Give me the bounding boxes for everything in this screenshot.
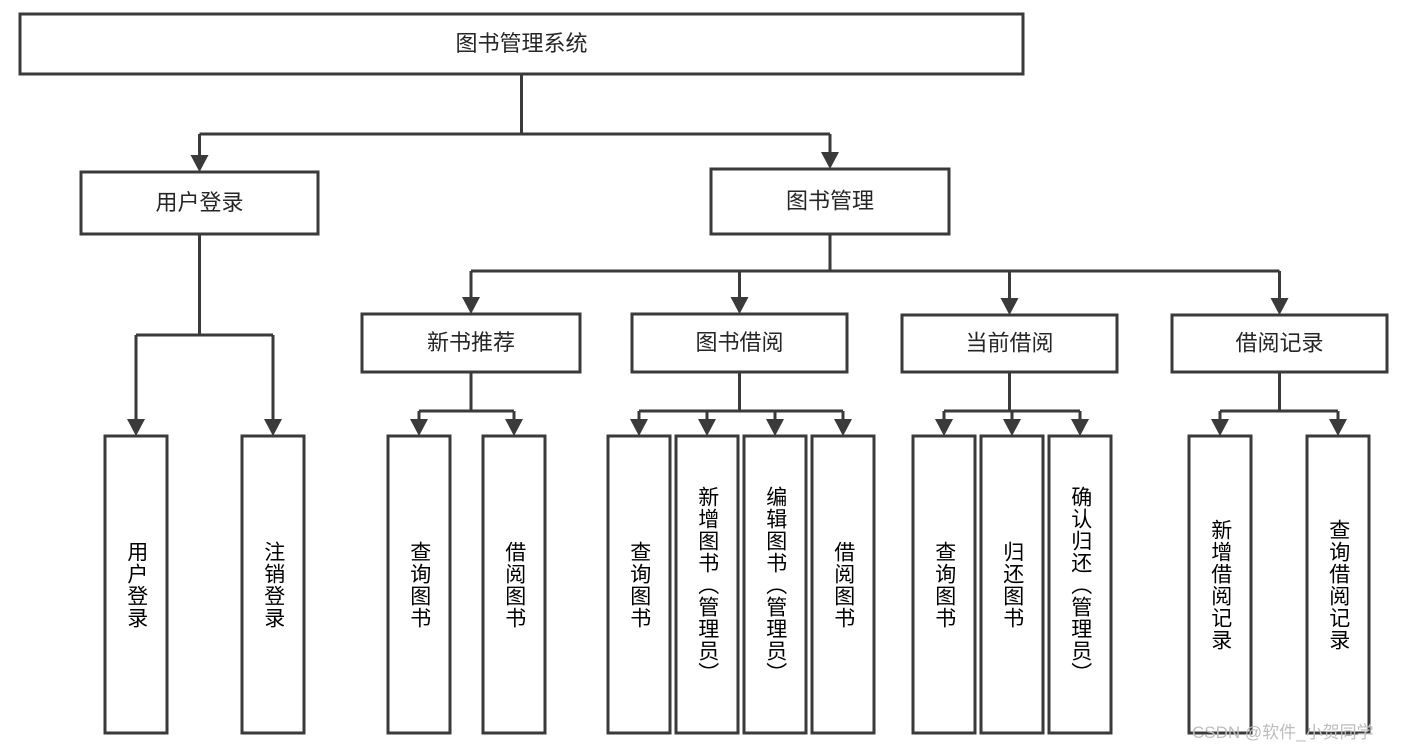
node-box-layer bbox=[18, 12, 1389, 735]
arrow-root-child1-head bbox=[821, 152, 839, 169]
node-level1-label-bookmgmt: 图书管理 bbox=[786, 188, 874, 213]
node-level1-login[interactable] bbox=[79, 170, 320, 236]
node-leaf-label-l5: 查询图书 bbox=[627, 540, 651, 629]
node-leaf-l12[interactable] bbox=[1187, 434, 1253, 735]
arrow-mgmt-child1-head bbox=[730, 297, 749, 314]
node-leaf-l5[interactable] bbox=[606, 434, 672, 735]
node-leaf-l1[interactable] bbox=[103, 434, 169, 735]
node-level2-label-records: 借阅记录 bbox=[1235, 330, 1323, 355]
node-leaf-label-l7: 编辑图书（管理员） bbox=[763, 485, 787, 684]
current-arrow2-head bbox=[1071, 419, 1089, 436]
records-arrow1-head bbox=[1329, 419, 1347, 436]
node-leaf-label-l13: 查询借阅记录 bbox=[1326, 518, 1350, 651]
node-leaf-label-l12: 新增借阅记录 bbox=[1208, 518, 1232, 651]
leaf-label-box: 查询图书 bbox=[388, 436, 450, 733]
borrow-arrow1-head bbox=[698, 419, 716, 436]
node-level2-records[interactable] bbox=[1170, 313, 1389, 374]
node-level2-label-newbook: 新书推荐 bbox=[427, 330, 515, 355]
current-arrow0-head bbox=[935, 419, 953, 436]
node-root-label: 图书管理系统 bbox=[455, 31, 587, 56]
arrow-root-child0-head bbox=[190, 155, 209, 172]
newbook-arrow0-head bbox=[410, 419, 428, 436]
node-leaf-l4[interactable] bbox=[481, 434, 547, 735]
leaf-label-box: 新增图书（管理员） bbox=[676, 436, 738, 733]
node-leaf-label-l1: 用户登录 bbox=[124, 540, 148, 629]
node-leaf-l8[interactable] bbox=[810, 434, 876, 735]
borrow-arrow0-head bbox=[630, 419, 648, 436]
leaf-label-box: 借阅图书 bbox=[812, 436, 874, 733]
node-level2-current[interactable] bbox=[900, 313, 1119, 374]
node-leaf-l2[interactable] bbox=[240, 434, 306, 735]
node-leaf-label-l9: 查询图书 bbox=[932, 540, 956, 629]
node-leaf-l10[interactable] bbox=[979, 434, 1045, 735]
leaf-label-box: 确认归还（管理员） bbox=[1049, 436, 1111, 733]
node-level1-label-login: 用户登录 bbox=[155, 190, 243, 215]
node-leaf-label-l11: 确认归还（管理员） bbox=[1068, 485, 1092, 684]
leaf-label-box: 编辑图书（管理员） bbox=[744, 436, 806, 733]
node-leaf-label-l10: 归还图书 bbox=[1000, 540, 1024, 629]
node-leaf-l13[interactable] bbox=[1305, 434, 1371, 735]
node-leaf-label-l8: 借阅图书 bbox=[831, 540, 855, 629]
node-level2-borrow[interactable] bbox=[630, 312, 849, 374]
node-leaf-label-l6: 新增图书（管理员） bbox=[695, 485, 719, 684]
node-leaf-l3[interactable] bbox=[386, 434, 452, 735]
node-level1-bookmgmt[interactable] bbox=[709, 167, 951, 236]
node-leaf-l6[interactable] bbox=[674, 434, 740, 735]
leaf-label-box: 查询借阅记录 bbox=[1307, 436, 1369, 733]
current-arrow1-head bbox=[1003, 419, 1021, 436]
connector-layer bbox=[127, 74, 1347, 436]
records-arrow0-head bbox=[1211, 419, 1229, 436]
login-arrow1-head bbox=[264, 419, 282, 436]
borrow-arrow3-head bbox=[834, 419, 852, 436]
node-leaf-l9[interactable] bbox=[911, 434, 977, 735]
node-leaf-label-l3: 查询图书 bbox=[407, 540, 431, 629]
leaf-label-box: 查询图书 bbox=[608, 436, 670, 733]
node-level2-label-borrow: 图书借阅 bbox=[695, 330, 783, 355]
node-leaf-label-l2: 注销登录 bbox=[261, 540, 285, 629]
arrow-mgmt-child3-head bbox=[1270, 298, 1289, 315]
node-root[interactable] bbox=[18, 12, 1025, 76]
leaf-label-box: 归还图书 bbox=[981, 436, 1043, 733]
node-level2-newbook[interactable] bbox=[360, 312, 582, 374]
leaf-label-box: 查询图书 bbox=[913, 436, 975, 733]
node-leaf-l11[interactable] bbox=[1047, 434, 1113, 735]
arrow-mgmt-child2-head bbox=[1000, 298, 1019, 315]
newbook-arrow1-head bbox=[505, 419, 523, 436]
leaf-label-box: 新增借阅记录 bbox=[1189, 436, 1251, 733]
leaf-label-box: 借阅图书 bbox=[483, 436, 545, 733]
node-level2-label-current: 当前借阅 bbox=[965, 330, 1053, 355]
arrow-mgmt-child0-head bbox=[462, 297, 480, 314]
borrow-arrow2-head bbox=[766, 419, 784, 436]
login-arrow0-head bbox=[127, 419, 145, 436]
node-leaf-label-l4: 借阅图书 bbox=[502, 540, 526, 629]
node-leaf-l7[interactable] bbox=[742, 434, 808, 735]
leaf-label-box: 用户登录 bbox=[105, 436, 167, 733]
leaf-label-box: 注销登录 bbox=[242, 436, 304, 733]
